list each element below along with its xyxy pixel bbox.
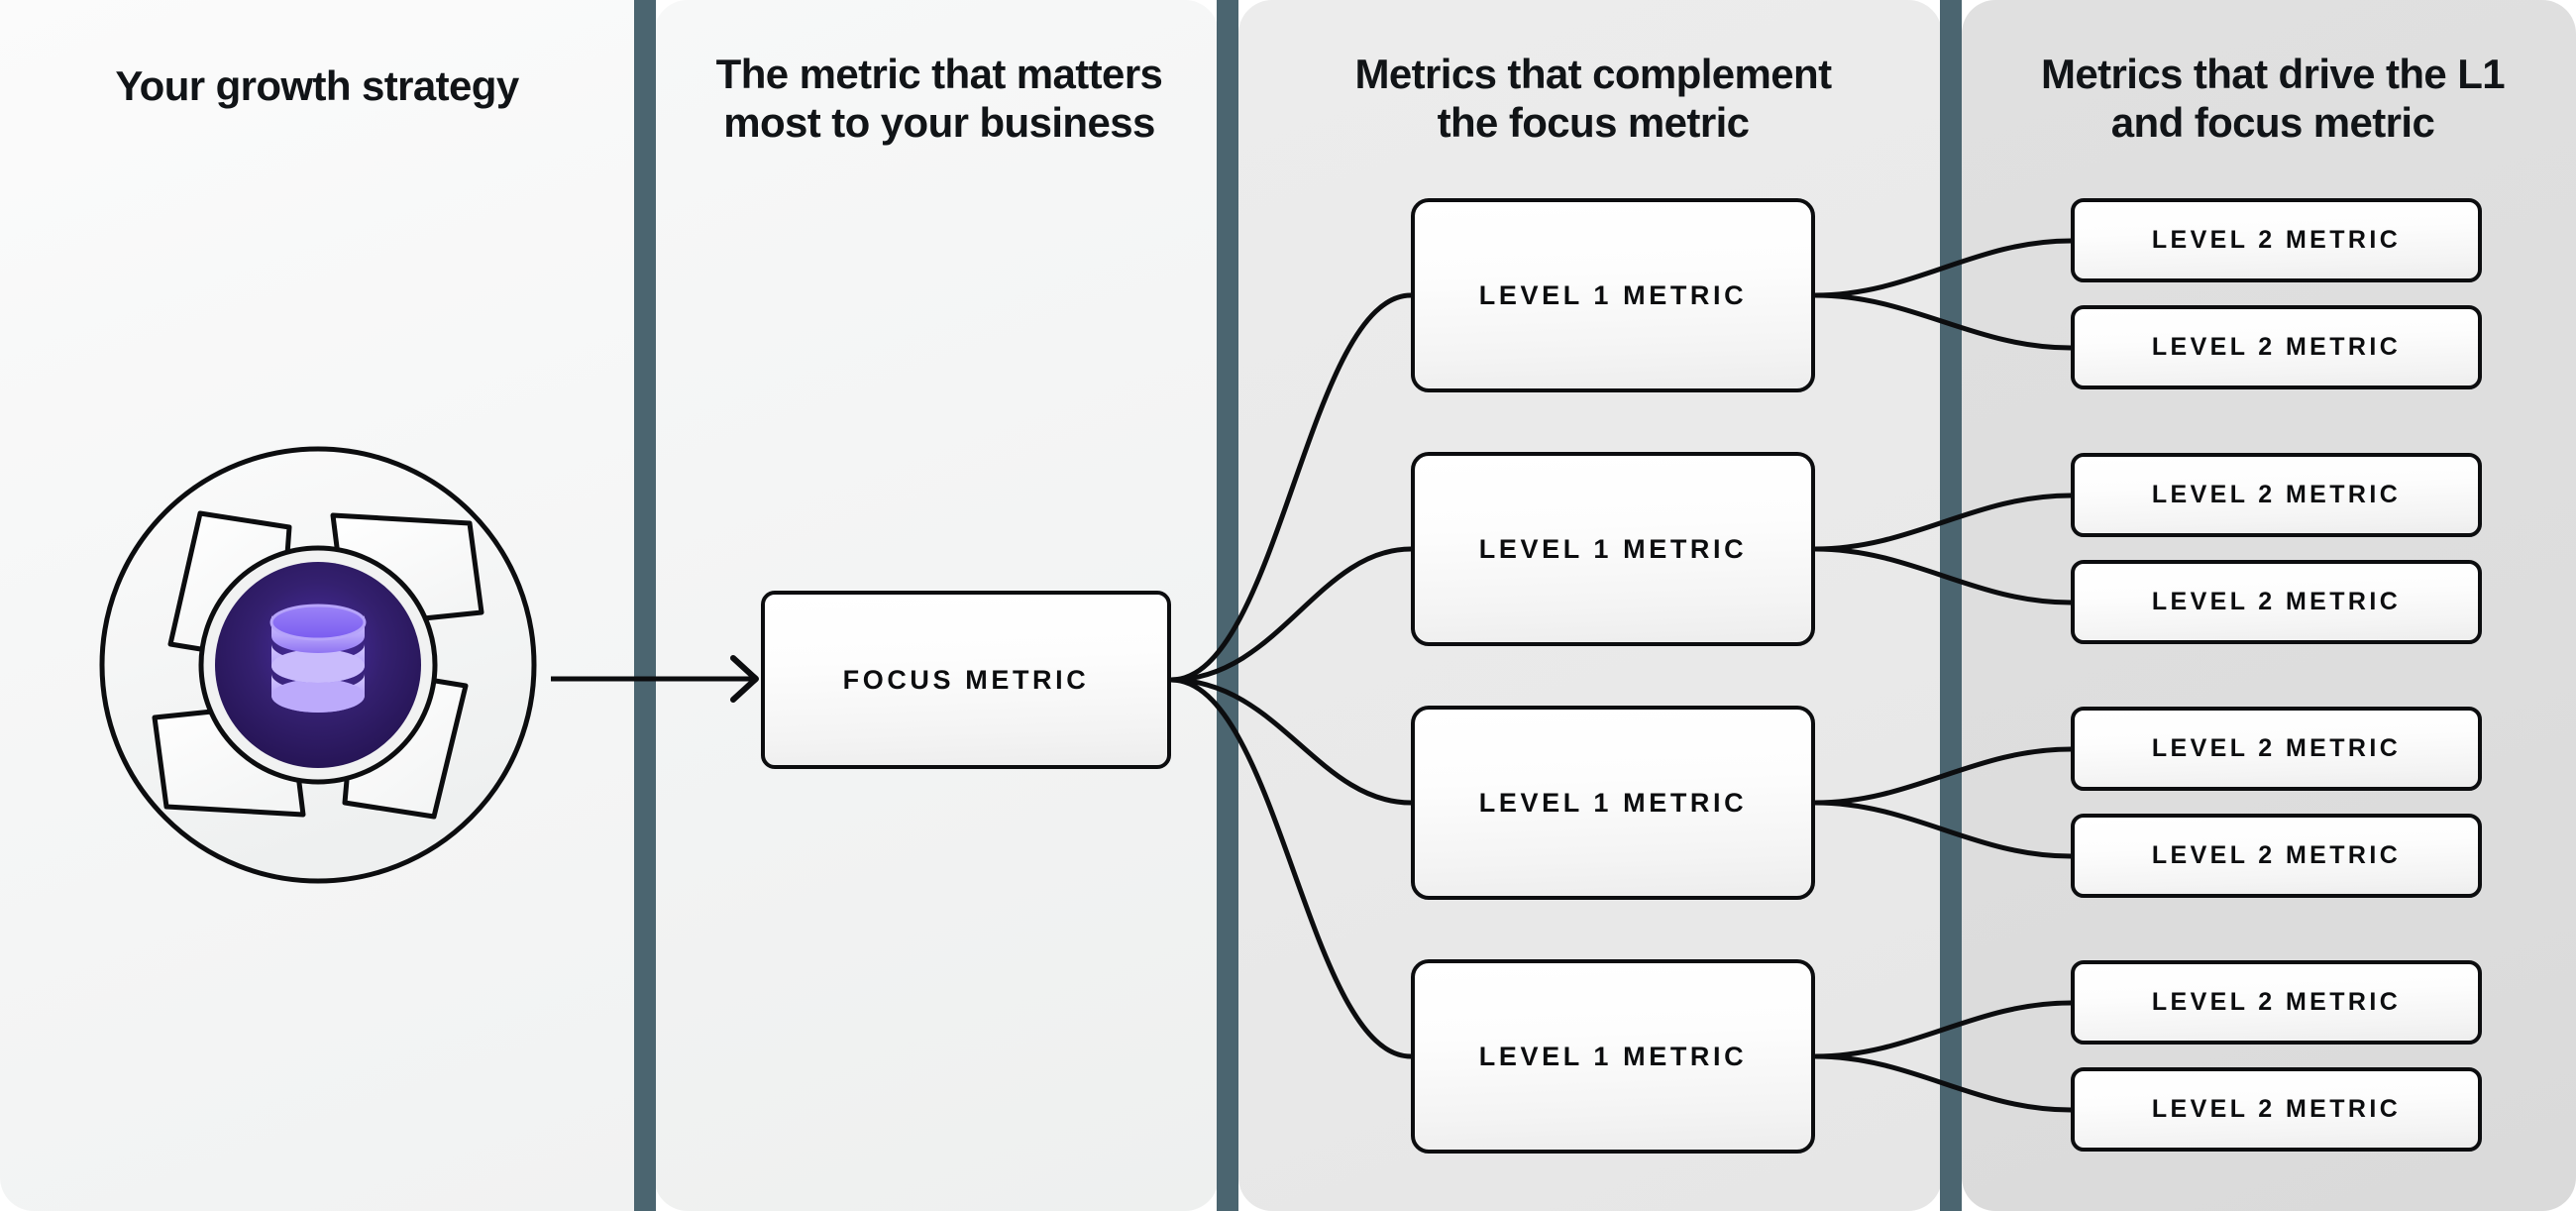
- level-1-metric-label: LEVEL 1 METRIC: [1478, 1041, 1748, 1071]
- level-1-metric-label: LEVEL 1 METRIC: [1478, 787, 1748, 818]
- level-1-metric-label: LEVEL 1 METRIC: [1478, 533, 1748, 564]
- level-1-metric-node[interactable]: LEVEL 1 METRIC: [1411, 452, 1815, 646]
- database-stack-icon: [269, 604, 367, 713]
- level-2-metric-node[interactable]: LEVEL 2 METRIC: [2071, 560, 2482, 644]
- panel-divider-3: [1940, 0, 1962, 1211]
- level-2-metric-label: LEVEL 2 METRIC: [2151, 1095, 2402, 1123]
- level-2-metric-node[interactable]: LEVEL 2 METRIC: [2071, 305, 2482, 389]
- level-2-metric-node[interactable]: LEVEL 2 METRIC: [2071, 453, 2482, 537]
- level-2-metric-label: LEVEL 2 METRIC: [2151, 588, 2402, 615]
- heading-line: Your growth strategy: [115, 62, 519, 109]
- level-2-metric-node[interactable]: LEVEL 2 METRIC: [2071, 198, 2482, 282]
- level-1-metric-label: LEVEL 1 METRIC: [1478, 279, 1748, 310]
- level-1-metric-node[interactable]: LEVEL 1 METRIC: [1411, 706, 1815, 900]
- heading-line: Metrics that complement: [1354, 51, 1833, 97]
- level-2-metric-node[interactable]: LEVEL 2 METRIC: [2071, 814, 2482, 898]
- panel-heading-focus-metric: The metric that matters most to your bus…: [664, 50, 1215, 147]
- level-2-metric-node[interactable]: LEVEL 2 METRIC: [2071, 960, 2482, 1045]
- panel-heading-growth-strategy: Your growth strategy: [0, 61, 634, 110]
- heading-line: The metric that matters: [715, 51, 1163, 97]
- level-2-metric-label: LEVEL 2 METRIC: [2151, 333, 2402, 361]
- level-2-metric-node[interactable]: LEVEL 2 METRIC: [2071, 1067, 2482, 1152]
- level-2-metric-label: LEVEL 2 METRIC: [2151, 841, 2402, 869]
- heading-line: the focus metric: [1437, 99, 1750, 147]
- level-2-metric-label: LEVEL 2 METRIC: [2151, 988, 2402, 1016]
- panel-divider-1: [634, 0, 656, 1211]
- focus-metric-label: FOCUS METRIC: [842, 664, 1090, 695]
- heading-line: and focus metric: [2110, 99, 2435, 147]
- arrow-wheel-to-focus-metric: [551, 634, 779, 723]
- level-1-metric-node[interactable]: LEVEL 1 METRIC: [1411, 198, 1815, 392]
- level-2-metric-node[interactable]: LEVEL 2 METRIC: [2071, 707, 2482, 791]
- level-1-metric-node[interactable]: LEVEL 1 METRIC: [1411, 959, 1815, 1154]
- level-2-metric-label: LEVEL 2 METRIC: [2151, 226, 2402, 254]
- panel-heading-level-1: Metrics that complement the focus metric: [1246, 50, 1940, 147]
- growth-strategy-wheel: [85, 432, 551, 898]
- level-2-metric-label: LEVEL 2 METRIC: [2151, 481, 2402, 508]
- level-2-metric-label: LEVEL 2 METRIC: [2151, 734, 2402, 762]
- panel-divider-2: [1217, 0, 1238, 1211]
- focus-metric-node[interactable]: FOCUS METRIC: [761, 591, 1171, 769]
- panel-heading-level-2: Metrics that drive the L1 and focus metr…: [1970, 50, 2576, 147]
- heading-line: Metrics that drive the L1: [2040, 51, 2506, 97]
- heading-line: most to your business: [723, 99, 1155, 147]
